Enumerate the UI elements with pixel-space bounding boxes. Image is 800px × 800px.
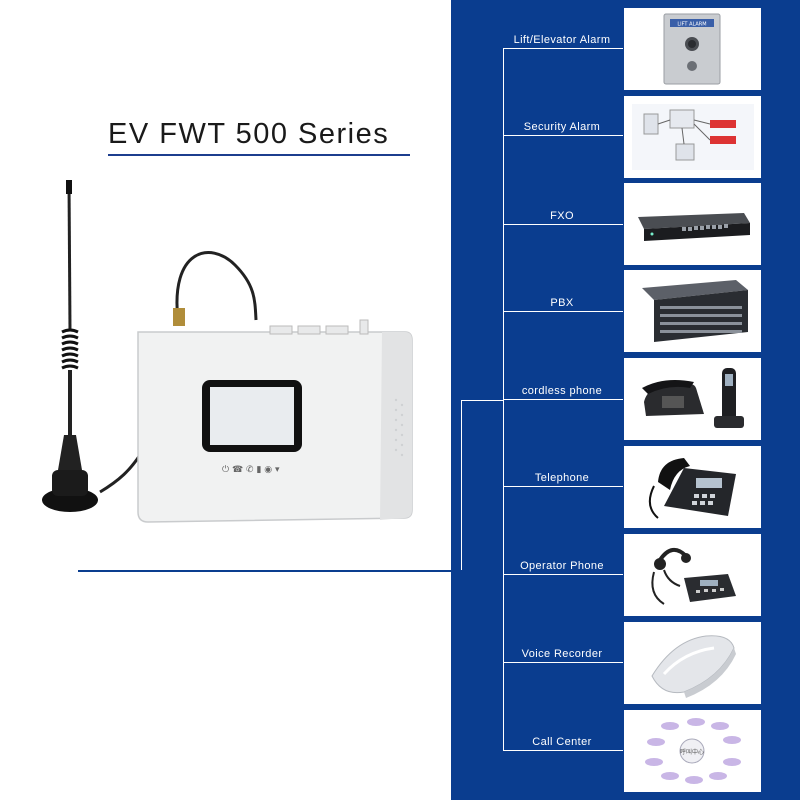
connection-line xyxy=(503,311,623,312)
antenna-icon xyxy=(42,180,98,512)
connection-label: Lift/Elevator Alarm xyxy=(513,34,611,46)
svg-text:⏻ ☎ ✆ ▮ ◉ ▾: ⏻ ☎ ✆ ▮ ◉ ▾ xyxy=(222,464,280,475)
connection-line xyxy=(503,662,623,663)
connection-label: Operator Phone xyxy=(520,560,604,572)
connection-label: Telephone xyxy=(534,472,590,484)
title-underline xyxy=(108,154,410,156)
connection-label: Call Center xyxy=(532,736,592,748)
product-title: EV FWT 500 Series xyxy=(108,118,390,150)
security-alarm-diagram-icon xyxy=(624,96,761,178)
pbx-rack-icon xyxy=(624,270,761,352)
connection-line xyxy=(503,224,623,225)
telephone-icon xyxy=(624,446,761,528)
panel-trunk-line xyxy=(461,400,462,570)
voice-recorder-icon xyxy=(624,622,761,704)
connection-label: FXO xyxy=(550,210,574,222)
connection-line xyxy=(503,399,623,400)
call-center-hub-text: 呼叫中心 xyxy=(680,748,704,756)
panel-branch-line xyxy=(461,400,503,401)
connection-label: Voice Recorder xyxy=(521,648,603,660)
lift-alarm-plate-text: LIFT ALARM xyxy=(677,22,706,28)
connection-label: cordless phone xyxy=(521,385,603,397)
fwt-terminal-illustration: ⏻ ☎ ✆ ▮ ◉ ▾ xyxy=(42,180,413,523)
device-connector-line xyxy=(78,570,462,572)
connection-line xyxy=(503,48,623,49)
connection-line xyxy=(503,750,623,751)
connection-label: PBX xyxy=(550,297,574,309)
call-center-diagram-icon: 呼叫中心 xyxy=(624,710,761,792)
connection-line xyxy=(503,574,623,575)
fxo-gateway-icon xyxy=(624,183,761,265)
elevator-alarm-panel-icon: LIFT ALARM xyxy=(624,8,761,90)
connection-line xyxy=(503,486,623,487)
connection-line xyxy=(503,135,623,136)
connection-label: Security Alarm xyxy=(523,121,601,133)
cordless-phone-icon xyxy=(624,358,761,440)
operator-headset-phone-icon xyxy=(624,534,761,616)
